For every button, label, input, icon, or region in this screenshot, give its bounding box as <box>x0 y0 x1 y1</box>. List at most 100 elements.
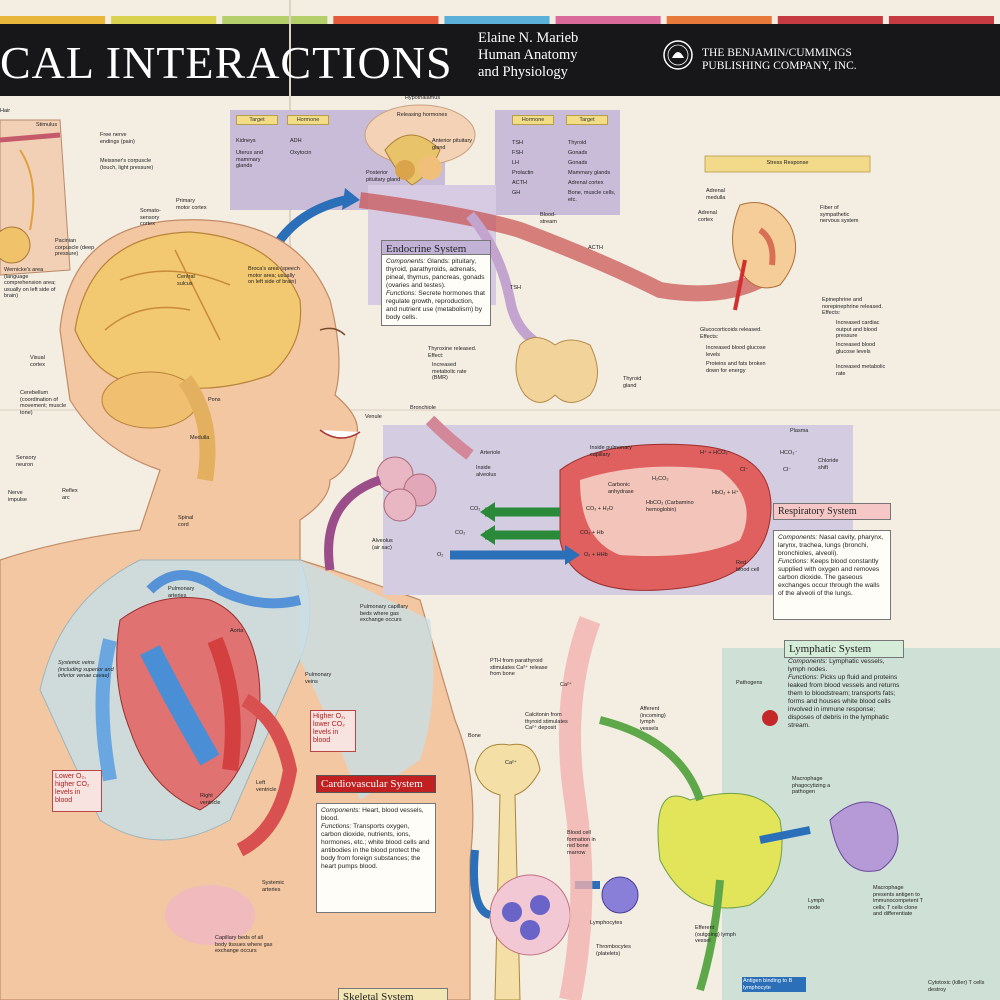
stimulus-label: Stimulus <box>36 122 58 128</box>
reflex-arc-label: Reflex arc <box>62 488 78 501</box>
thyroxine-effect-label: Increased metabolic rate (BMR) <box>432 362 467 381</box>
venule-label: Venule <box>365 414 382 420</box>
thyroid-gland-label: Thyroid gland <box>623 376 642 389</box>
h2co3-label: H₂CO₃ <box>652 476 669 482</box>
o2-hhb-label: O₂ + HHb <box>584 552 608 558</box>
right-ventricle-label: Right ventricle <box>200 793 221 806</box>
bone-drawing <box>474 743 541 1000</box>
wernickes-area-label: Wernicke's area (language comprehension … <box>4 267 56 299</box>
primary-motor-label: Primary motor cortex <box>176 198 207 211</box>
releasing-hormones-label: Releasing hormones <box>396 112 448 118</box>
color-stripe-bar <box>0 16 994 24</box>
lower-o2-box: Lower O₂, higher CO₂ levels in blood <box>52 770 102 812</box>
red-bone-marrow-drawing <box>489 874 571 956</box>
adrenal-medulla-label: Adrenal medulla <box>706 188 726 201</box>
visual-cortex-label: Visual cortex <box>30 355 45 368</box>
pulmonary-capillary-label: Pulmonary capillary beds where gas excha… <box>360 604 408 623</box>
glucocorticoids-label: Glucocorticoids released. Effects: <box>700 327 762 340</box>
lymphocyte-drawing <box>601 876 639 914</box>
epinephrine-effect: Increased blood glucose levels <box>836 342 876 355</box>
bronchiole-label: Bronchiole <box>410 405 436 411</box>
systemic-arteries-label: Systemic arteries <box>262 880 285 893</box>
heart-illustration <box>95 570 302 857</box>
color-stripe <box>111 16 217 24</box>
higher-o2-box: Higher O₂, lower CO₂ levels in blood <box>310 710 356 752</box>
cl-ion-1: Cl⁻ <box>740 467 749 473</box>
hbco2-label: HbCO₂ (Carbamino hemoglobin) <box>646 500 694 513</box>
anterior-pituitary-label: Anterior pituitary gland <box>432 138 473 151</box>
target-tag-right: Target <box>566 115 608 125</box>
red-blood-cell-label: Red blood cell <box>736 560 760 573</box>
macrophage-drawing <box>829 801 899 872</box>
glucocorticoid-effect: Proteins and fats broken down for energy <box>706 361 766 374</box>
systemic-veins-label: Systemic veins (including superior and i… <box>58 660 114 679</box>
color-stripe <box>333 16 439 24</box>
cerebellum-label: Cerebellum (coordination of movement; mu… <box>20 390 67 416</box>
respiratory-card-title: Respiratory System <box>773 503 891 520</box>
blood-cell-formation-label: Blood cell formation in red bone marrow <box>567 830 596 856</box>
lymphocytes-label: Lymphocytes <box>590 920 623 926</box>
endocrine-hormone-left: ADH <box>290 138 302 144</box>
afferent-vessels-label: Afferent (incoming) lymph vessels <box>640 706 666 732</box>
lymphatic-functions-label: Functions: <box>788 674 819 681</box>
hormone-tag-right: Hormone <box>512 115 554 125</box>
endocrine-card-title: Endocrine System <box>381 240 491 258</box>
meissner-corpuscle-label: Meissner's corpuscle (touch, light press… <box>100 158 154 171</box>
endocrine-target-left: Kidneys <box>236 138 256 144</box>
endocrine-hormone-right: ACTH <box>512 180 527 186</box>
calcitonin-label: Calcitonin from thyroid stimulates Ca²⁺ … <box>525 712 568 731</box>
endocrine-right-panel <box>495 110 620 215</box>
endocrine-hormone-right: LH <box>512 160 520 166</box>
hypothalamus-label: Hypothalamus <box>404 95 441 101</box>
antigen-binding-label: Antigen binding to B lymphocyte <box>742 977 806 992</box>
thyroid-gland-drawing <box>515 337 598 403</box>
bone-label: Bone <box>468 733 481 739</box>
color-stripe <box>666 16 772 24</box>
stress-response-title: Stress Response <box>766 160 809 166</box>
hco3-label: HCO₃⁻ <box>780 450 798 456</box>
endocrine-hormone-right: GH <box>512 190 521 196</box>
co2-h2o-label: CO₂ + H₂O <box>586 506 614 512</box>
aorta-label: Aorta <box>230 628 244 634</box>
endocrine-hormone-right: Prolactin <box>512 170 534 176</box>
endocrine-components-label: Components: <box>386 258 426 265</box>
sensory-neuron-label: Sensory neuron <box>16 455 37 468</box>
cardio-card-title: Cardiovascular System <box>316 775 436 793</box>
spinal-cord-label: Spinal cord <box>178 515 194 528</box>
book-title-line1: Human Anatomy <box>478 47 578 63</box>
sympathetic-fiber-label: Fiber of sympathetic nervous system <box>820 205 859 224</box>
cardio-functions-text: Transports oxygen, carbon dioxide, nutri… <box>321 823 430 870</box>
alveolus-label: Alveolus (air sac) <box>372 538 393 551</box>
publisher-seal-logo <box>663 40 693 70</box>
lymphatic-components-label: Components: <box>788 658 828 665</box>
cytotoxic-label: Cytotoxic (killer) T cells destroy <box>928 980 985 993</box>
lymphatic-card: Components: Lymphatic vessels, lymph nod… <box>784 655 906 763</box>
epinephrine-effect: Increased cardiac output and blood press… <box>836 320 880 339</box>
respiratory-components-text: Nasal cavity, pharynx, larynx, trachea, … <box>778 534 884 557</box>
author-block: Elaine N. Marieb Human Anatomy and Physi… <box>478 30 578 81</box>
thyroxine-label: Thyroxine released. Effect: <box>428 346 477 359</box>
lymph-node-drawing <box>657 792 783 909</box>
skin-section-drawing <box>0 119 71 276</box>
inside-alveolus-label: Inside alveolus <box>476 465 497 478</box>
bloodstream-vessel <box>358 192 764 302</box>
respiratory-components-label: Components: <box>778 534 818 541</box>
endocrine-hormone-left: Oxytocin <box>290 150 312 156</box>
poster-title: CAL INTERACTIONS <box>0 37 453 88</box>
publisher-line1: The Benjamin/Cummings <box>702 47 852 59</box>
adrenal-cortex-label: Adrenal cortex <box>698 210 717 223</box>
endocrine-functions-text: Secrete hormones that regulate growth, r… <box>386 290 485 321</box>
macrophage-presents-label: Macrophage presents antigen to immunocom… <box>873 885 923 917</box>
color-stripe <box>777 16 883 24</box>
chloride-shift-label: Chloride shift <box>818 458 839 471</box>
posterior-pituitary-label: Posterior pituitary gland <box>366 170 401 183</box>
pituitary-illustration <box>364 104 476 186</box>
brocas-area-label: Broca's area (speech motor area; usually… <box>248 266 300 285</box>
thrombocytes-label: Thrombocytes (platelets) <box>596 944 631 957</box>
respiratory-card: Components: Nasal cavity, pharynx, laryn… <box>773 530 891 620</box>
plasma-label: Plasma <box>790 428 809 434</box>
book-title-line2: and Physiology <box>478 64 568 80</box>
macrophage-phagocytizing-label: Macrophage phagocytizing a pathogen <box>792 776 831 795</box>
